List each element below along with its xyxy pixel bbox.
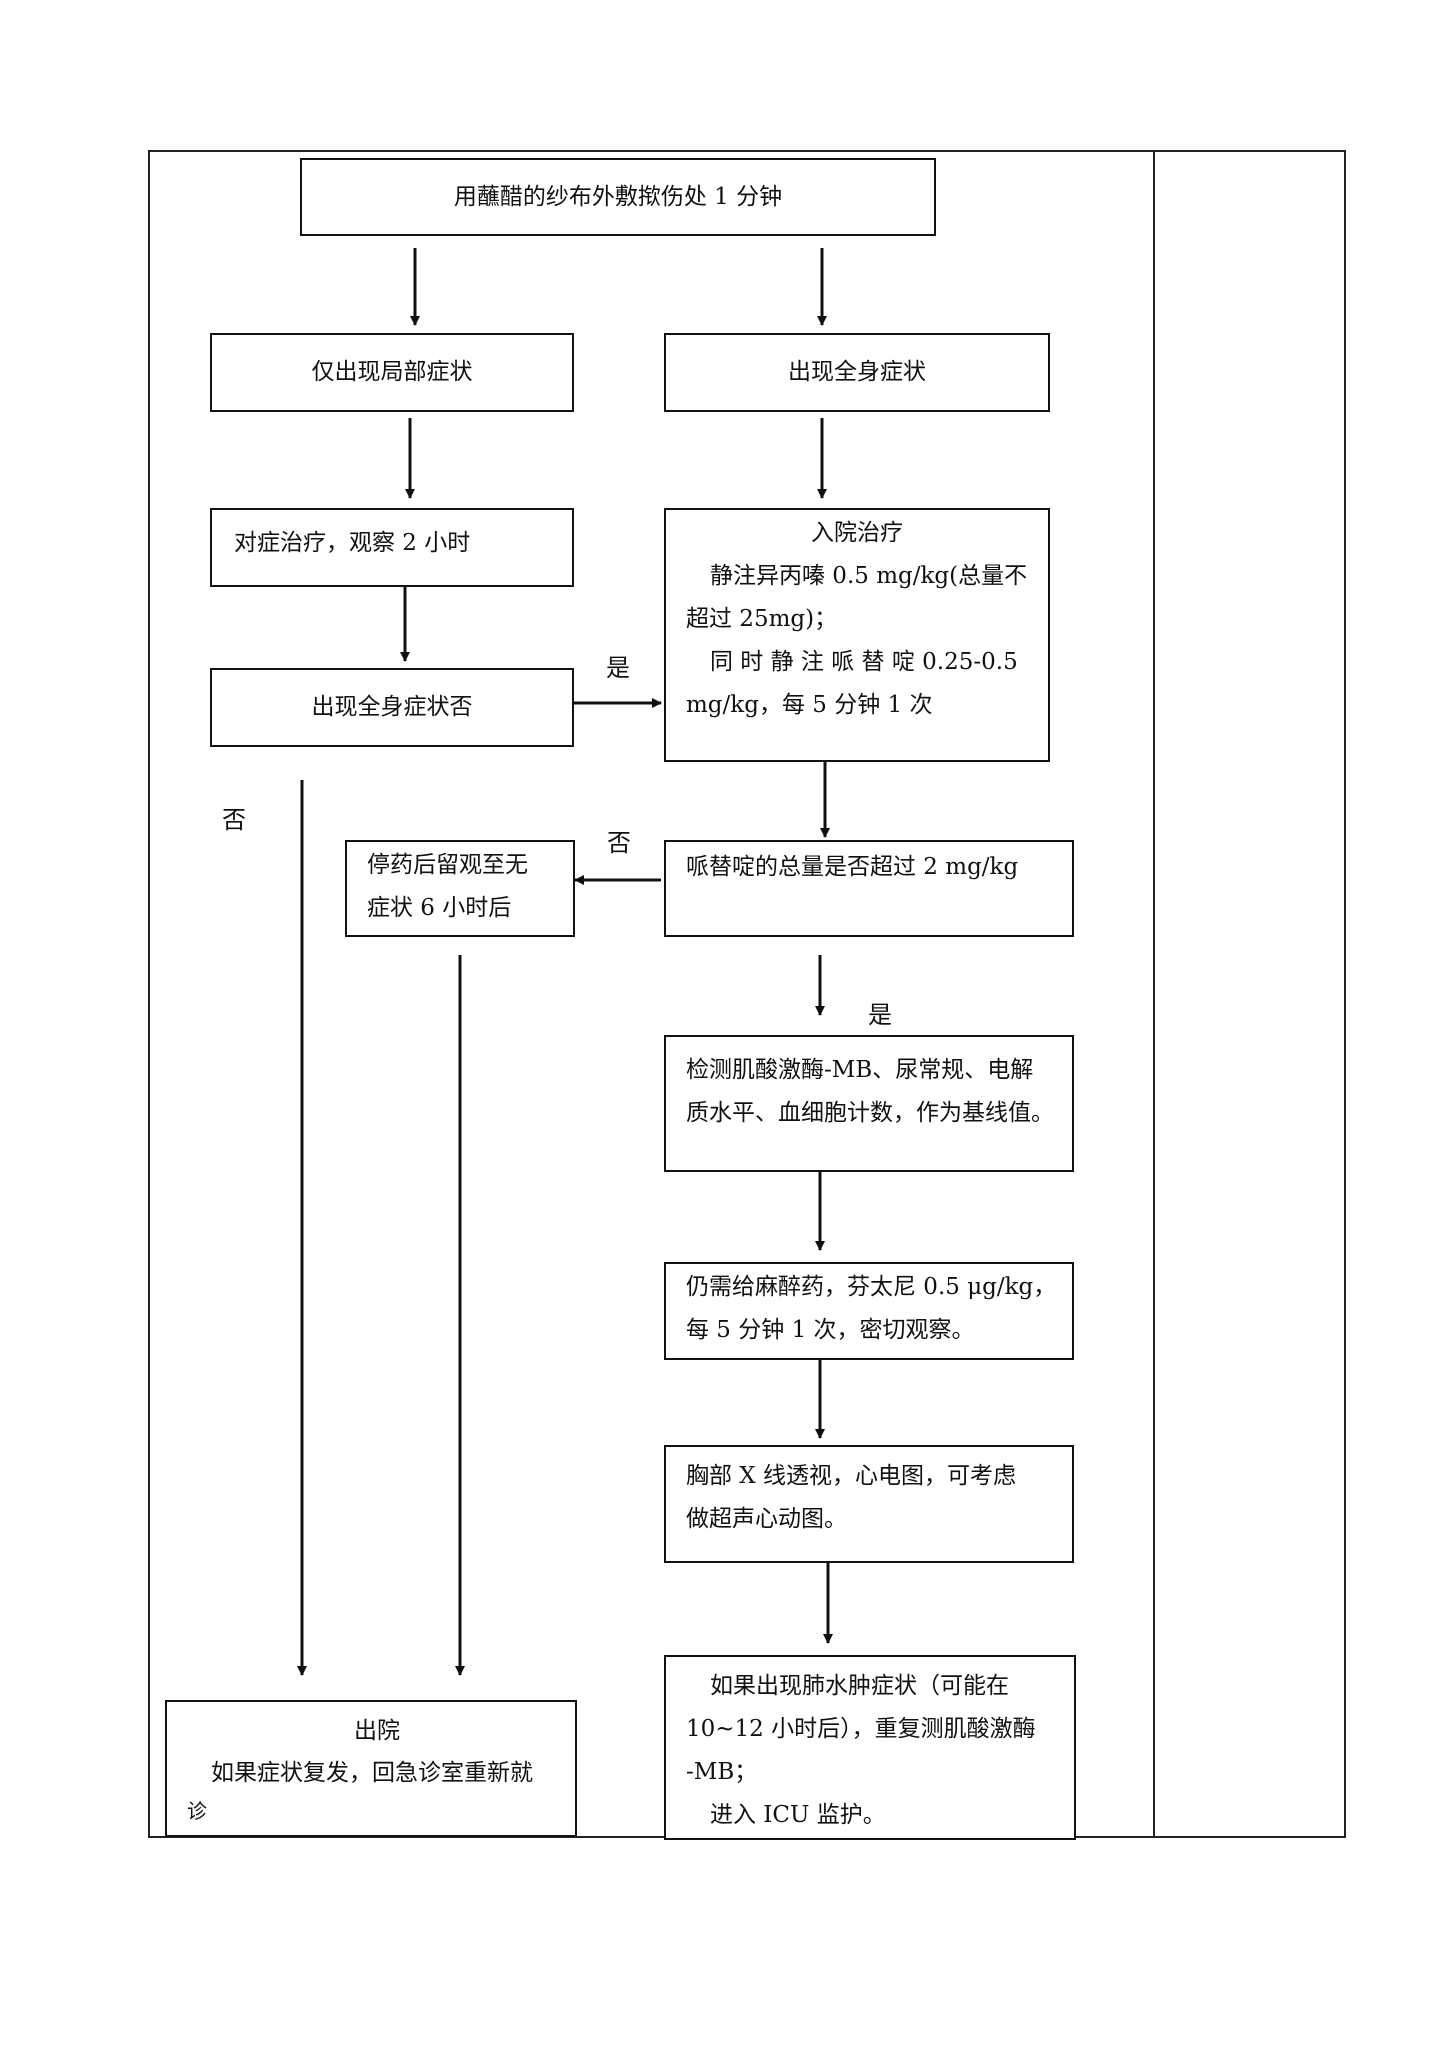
node-dose-check: 哌替啶的总量是否超过 2 mg/kg xyxy=(664,840,1074,937)
node-baseline-tests: 检测肌酸激酶-MB、尿常规、电解 质水平、血细胞计数，作为基线值。 xyxy=(664,1035,1074,1172)
node-pulmonary-edema: 如果出现肺水肿症状（可能在 10~12 小时后），重复测肌酸激酶 -MB； 进入… xyxy=(664,1655,1076,1840)
node-discharge: 出院 如果症状复发，回急诊室重新就 诊 xyxy=(165,1700,577,1837)
node-admit-line-4: mg/kg，每 5 分钟 1 次 xyxy=(686,692,933,718)
node-systemic-symptoms-text: 出现全身症状 xyxy=(788,359,926,385)
node-start-text: 用蘸醋的纱布外敷揿伤处 1 分钟 xyxy=(453,184,783,210)
node-baseline-tests-line-1: 检测肌酸激酶-MB、尿常规、电解 xyxy=(686,1057,1034,1083)
node-discharge-line-1: 如果症状复发，回急诊室重新就 xyxy=(211,1760,533,1786)
node-local-symptoms: 仅出现局部症状 xyxy=(210,333,574,412)
edge-label-no-to-observe: 否 xyxy=(607,829,631,857)
node-anesthetic: 仍需给麻醉药，芬太尼 0.5 μg/kg， 每 5 分钟 1 次，密切观察。 xyxy=(664,1262,1074,1360)
node-imaging-line-2: 做超声心动图。 xyxy=(686,1506,847,1532)
node-admit-treatment: 入院治疗 静注异丙嗪 0.5 mg/kg(总量不 超过 25mg)； 同 时 静… xyxy=(664,508,1050,762)
node-imaging: 胸部 X 线透视，心电图，可考虑 做超声心动图。 xyxy=(664,1445,1074,1563)
edge-label-no-left: 否 xyxy=(222,806,246,834)
node-observe-line-1: 停药后留观至无 xyxy=(367,852,528,878)
node-start: 用蘸醋的纱布外敷揿伤处 1 分钟 xyxy=(300,158,936,236)
node-pulmonary-line-2: 10~12 小时后），重复测肌酸激酶 xyxy=(686,1716,1036,1742)
node-pulmonary-line-4: 进入 ICU 监护。 xyxy=(710,1802,886,1828)
node-pulmonary-line-3: -MB； xyxy=(686,1759,758,1785)
node-admit-line-3: 同 时 静 注 哌 替 啶 0.25-0.5 xyxy=(710,649,1018,675)
node-anesthetic-line-1: 仍需给麻醉药，芬太尼 0.5 μg/kg， xyxy=(686,1274,1057,1300)
node-imaging-line-1: 胸部 X 线透视，心电图，可考虑 xyxy=(686,1463,1016,1489)
node-discharge-line-2: 诊 xyxy=(187,1799,207,1823)
node-admit-title: 入院治疗 xyxy=(811,520,903,546)
node-dose-check-text: 哌替啶的总量是否超过 2 mg/kg xyxy=(686,854,1019,880)
node-systemic-symptoms: 出现全身症状 xyxy=(664,333,1050,412)
node-anesthetic-line-2: 每 5 分钟 1 次，密切观察。 xyxy=(686,1317,975,1343)
node-symptomatic-treatment-text: 对症治疗，观察 2 小时 xyxy=(234,530,471,556)
node-observe: 停药后留观至无 症状 6 小时后 xyxy=(345,840,575,937)
node-check-systemic: 出现全身症状否 xyxy=(210,668,574,747)
node-admit-line-2: 超过 25mg)； xyxy=(686,606,838,632)
node-baseline-tests-line-2: 质水平、血细胞计数，作为基线值。 xyxy=(686,1100,1054,1126)
edge-label-yes-to-admit: 是 xyxy=(606,654,630,682)
node-discharge-title: 出院 xyxy=(354,1718,400,1744)
edge-label-yes-down: 是 xyxy=(868,1001,892,1029)
node-admit-line-1: 静注异丙嗪 0.5 mg/kg(总量不 xyxy=(710,563,1028,589)
node-observe-line-2: 症状 6 小时后 xyxy=(367,895,512,921)
node-local-symptoms-text: 仅出现局部症状 xyxy=(311,359,473,385)
node-symptomatic-treatment: 对症治疗，观察 2 小时 xyxy=(210,508,574,587)
node-pulmonary-line-1: 如果出现肺水肿症状（可能在 xyxy=(710,1673,1009,1699)
table-column-divider xyxy=(1153,150,1155,1838)
node-check-systemic-text: 出现全身症状否 xyxy=(311,694,473,720)
